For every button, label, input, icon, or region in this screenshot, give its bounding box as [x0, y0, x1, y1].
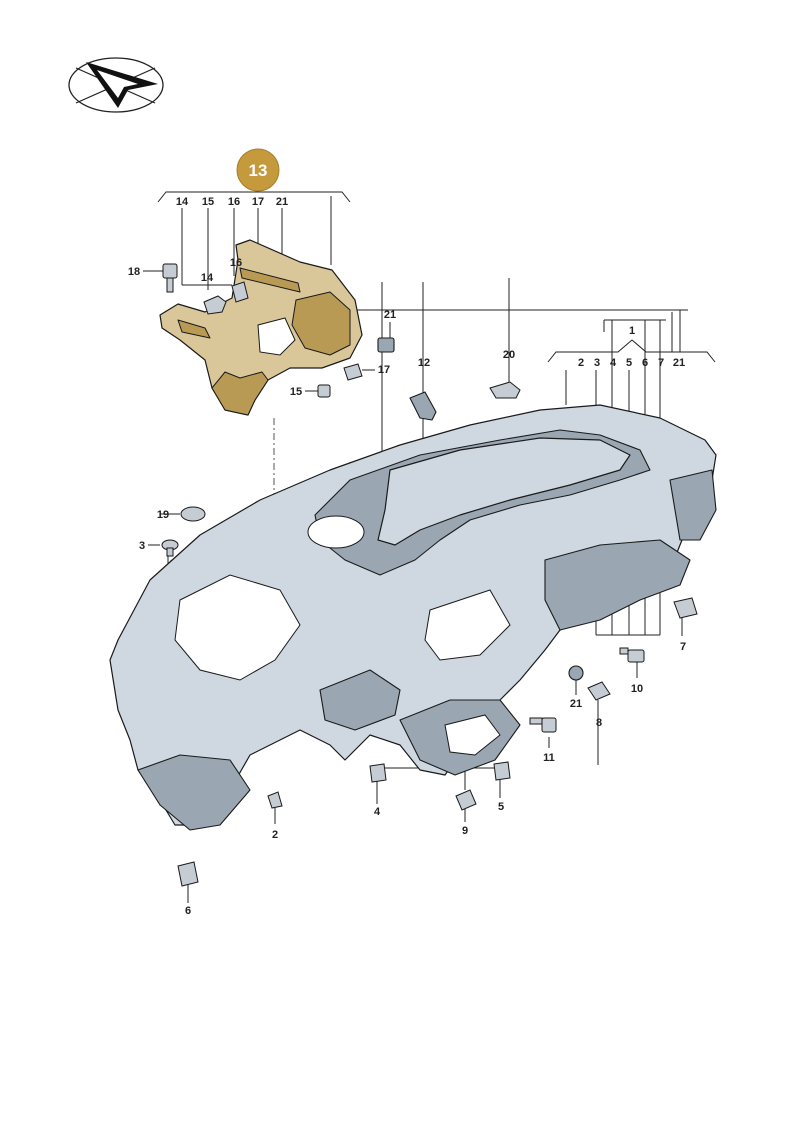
clip-6-icon[interactable]	[177, 861, 199, 887]
clip-4-icon[interactable]	[369, 763, 387, 783]
clip-9-icon[interactable]	[455, 789, 477, 811]
callout-17: 17	[252, 196, 264, 208]
bracket-part-13[interactable]	[159, 239, 363, 416]
callout-5: 5	[626, 357, 632, 369]
clip-17-icon[interactable]	[343, 363, 363, 381]
bracket-13	[157, 191, 351, 203]
fasteners	[161, 263, 698, 887]
callout-11: 11	[543, 752, 555, 764]
clip-16-icon[interactable]	[231, 281, 249, 303]
callout-3: 3	[139, 540, 145, 552]
callout-16: 16	[230, 257, 242, 269]
callout-20: 20	[503, 349, 515, 361]
callout-12: 12	[418, 357, 430, 369]
clip-7-icon[interactable]	[673, 597, 698, 619]
callout-2: 2	[578, 357, 584, 369]
cap-21-icon[interactable]	[568, 665, 584, 681]
badge-13-label: 13	[249, 161, 268, 180]
callout-7: 7	[680, 641, 686, 653]
bolt-18-icon[interactable]	[162, 263, 178, 293]
callout-16: 16	[228, 196, 240, 208]
cap-20-icon[interactable]	[489, 381, 521, 399]
callout-6: 6	[642, 357, 648, 369]
callout-6: 6	[185, 905, 191, 917]
screw-3-icon[interactable]	[161, 539, 179, 557]
callout-10: 10	[631, 683, 643, 695]
bolt-11-icon[interactable]	[529, 717, 557, 733]
bolt-10-icon[interactable]	[619, 647, 645, 663]
callout-18: 18	[128, 266, 140, 278]
dashboard-carrier[interactable]	[109, 404, 717, 831]
callout-9: 9	[462, 825, 468, 837]
callout-14: 14	[201, 272, 214, 284]
clip-14-icon[interactable]	[203, 295, 227, 315]
clip-2-icon[interactable]	[267, 791, 283, 809]
callout-21: 21	[276, 196, 288, 208]
callout-21: 21	[384, 309, 396, 321]
callout-14: 14	[176, 196, 189, 208]
callout-17: 17	[378, 364, 390, 376]
callout-1: 1	[629, 325, 635, 337]
bracket-1	[333, 309, 716, 363]
callout-3: 3	[594, 357, 600, 369]
clip-8-icon[interactable]	[587, 681, 611, 701]
badge-13[interactable]: 13	[236, 148, 280, 192]
grommet-19-icon[interactable]	[180, 506, 206, 522]
orientation-arrow-icon	[68, 57, 164, 113]
callout-4: 4	[374, 806, 381, 818]
nut-15-icon[interactable]	[317, 384, 331, 398]
callout-7: 7	[658, 357, 664, 369]
callout-2: 2	[272, 829, 278, 841]
bracket-12-icon[interactable]	[409, 391, 437, 421]
pad-21-icon[interactable]	[377, 337, 395, 353]
callout-8: 8	[596, 717, 602, 729]
callout-5: 5	[498, 801, 504, 813]
callout-15: 15	[202, 196, 214, 208]
clip-5-icon[interactable]	[493, 761, 511, 781]
callout-labels: 1 2 3 4 5 6 7 21 14 15 16 17 21 18 14 16…	[128, 196, 686, 917]
callout-21: 21	[673, 357, 685, 369]
callout-4: 4	[610, 357, 617, 369]
callout-15: 15	[290, 386, 302, 398]
callout-21: 21	[570, 698, 582, 710]
callout-19: 19	[157, 509, 169, 521]
